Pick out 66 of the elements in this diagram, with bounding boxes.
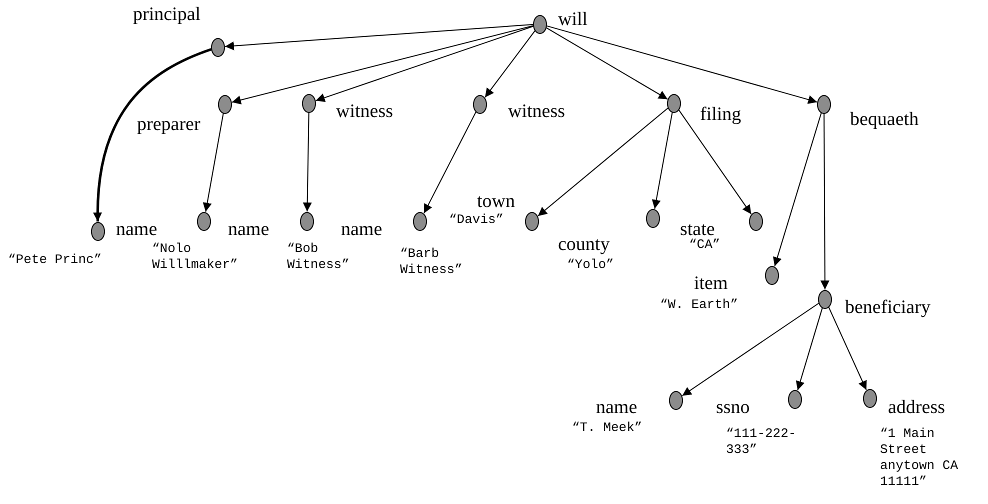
value-text: “W. Earth” <box>660 297 738 313</box>
node-dot <box>473 94 487 114</box>
arrow <box>678 109 752 215</box>
arrow <box>772 112 822 267</box>
node-dot <box>646 208 660 228</box>
arrow <box>93 48 212 222</box>
node-dot <box>533 14 547 34</box>
value-text: “1 Main Street anytown CA 11111” <box>880 426 960 490</box>
arrow <box>820 113 830 290</box>
node-label: county <box>558 235 610 255</box>
node-dot <box>302 94 316 112</box>
node-dot <box>91 222 105 240</box>
node-label: beneficiary <box>845 298 930 318</box>
node-dot <box>300 212 314 230</box>
value-text: “Nolo Willlmaker” <box>152 241 239 273</box>
node-label: witness <box>508 102 565 122</box>
node-label: bequaeth <box>850 110 919 130</box>
arrow <box>315 26 534 102</box>
node-label: address <box>888 398 945 418</box>
node-label: town <box>477 192 515 212</box>
arrow <box>302 112 312 212</box>
node-label: state <box>680 220 715 240</box>
node-dot <box>413 212 427 230</box>
arrow <box>484 30 536 98</box>
value-text: “T. Meek” <box>572 420 642 436</box>
arrow <box>224 24 534 50</box>
node-label: will <box>558 10 588 30</box>
node-dot <box>749 212 763 230</box>
node-label: name <box>596 398 638 418</box>
node-dot <box>197 212 211 230</box>
node-dot <box>667 94 681 112</box>
node-label: principal <box>133 5 201 25</box>
value-text: “CA” <box>689 237 720 253</box>
arrow <box>652 112 673 210</box>
value-text: “Pete Princ” <box>8 252 102 268</box>
value-text: “Bob Witness” <box>287 241 350 273</box>
node-label: name <box>341 220 382 240</box>
node-dot <box>765 266 779 284</box>
arrow <box>202 112 224 212</box>
arrow <box>537 107 669 217</box>
node-dot <box>525 212 539 230</box>
node-dot <box>817 94 831 114</box>
node-label: ssno <box>716 398 750 418</box>
node-dot <box>211 38 225 56</box>
node-label: item <box>694 274 728 294</box>
arrow <box>546 25 818 104</box>
value-text: “Davis” <box>449 212 504 228</box>
node-label: preparer <box>137 115 200 135</box>
arrow <box>828 306 867 390</box>
node-dot <box>218 94 232 114</box>
arrow <box>682 302 820 396</box>
node-dot <box>788 390 802 408</box>
value-text: “Barb Witness” <box>400 246 464 278</box>
node-label: name <box>116 220 158 240</box>
node-dot <box>863 388 877 408</box>
arrow <box>231 25 534 104</box>
node-label: name <box>228 220 270 240</box>
arrow <box>796 307 823 391</box>
node-dot <box>669 390 683 410</box>
arrow <box>546 27 668 100</box>
node-label: filing <box>700 105 742 125</box>
value-text: “111-222-333” <box>726 426 798 458</box>
node-label: witness <box>336 102 393 122</box>
arrow <box>424 111 476 214</box>
value-text: “Yolo” <box>567 257 614 273</box>
node-dot <box>818 290 832 308</box>
